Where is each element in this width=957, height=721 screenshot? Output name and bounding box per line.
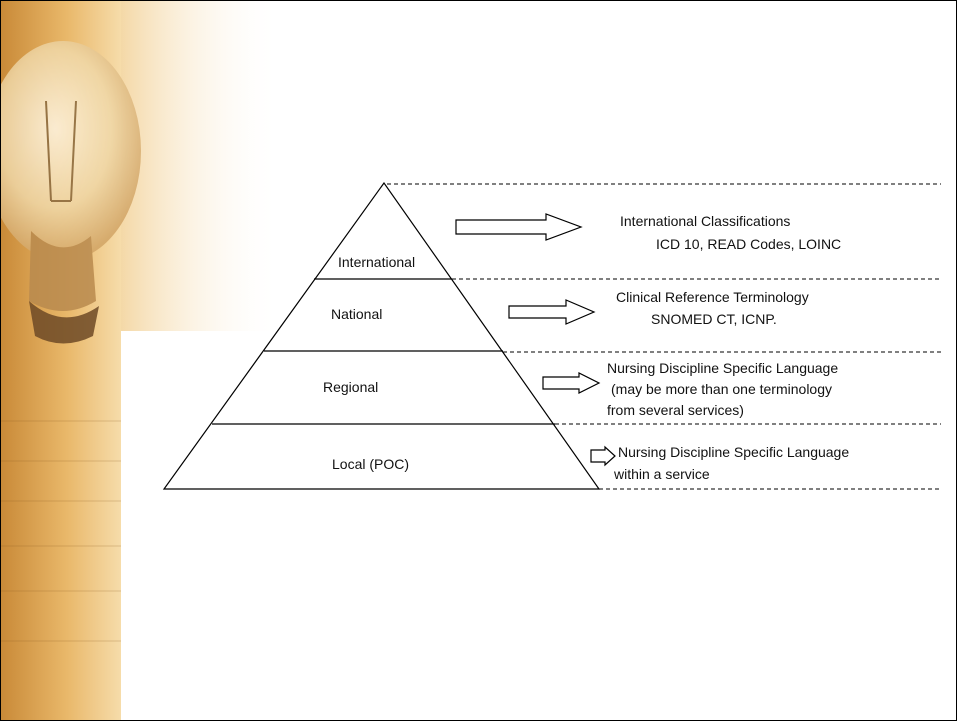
desc-regional-line-2: (may be more than one terminology bbox=[611, 381, 832, 397]
pyramid-outline bbox=[162, 181, 601, 490]
desc-local-line-1: Nursing Discipline Specific Language bbox=[618, 444, 850, 460]
block-arrows bbox=[455, 213, 616, 467]
desc-regional-line-1: Nursing Discipline Specific Language bbox=[607, 360, 839, 376]
sidebar-stripes bbox=[1, 420, 121, 642]
desc-local-line-2: within a service bbox=[614, 466, 710, 482]
arrow-right-icon bbox=[542, 372, 601, 394]
tier-label-local: Local (POC) bbox=[332, 456, 410, 472]
desc-international-line-1: International Classifications bbox=[620, 213, 791, 229]
tier-label-international: International bbox=[338, 254, 416, 270]
arrow-right-icon bbox=[508, 299, 596, 325]
tier-label-regional: Regional bbox=[323, 379, 379, 395]
sidebar-decoration bbox=[1, 1, 281, 720]
pyramid bbox=[162, 181, 601, 490]
dashed-guides bbox=[387, 183, 941, 490]
arrow-right-icon bbox=[455, 213, 583, 241]
light-bulb-icon bbox=[1, 41, 141, 344]
desc-national-line-1: Clinical Reference Terminology bbox=[616, 289, 809, 305]
desc-national-line-2: SNOMED CT, ICNP. bbox=[651, 311, 777, 327]
arrow-right-icon bbox=[590, 445, 616, 467]
tier-label-national: National bbox=[331, 306, 383, 322]
desc-regional-line-3: from several services) bbox=[607, 402, 744, 418]
desc-international-line-2: ICD 10, READ Codes, LOINC bbox=[656, 236, 842, 252]
